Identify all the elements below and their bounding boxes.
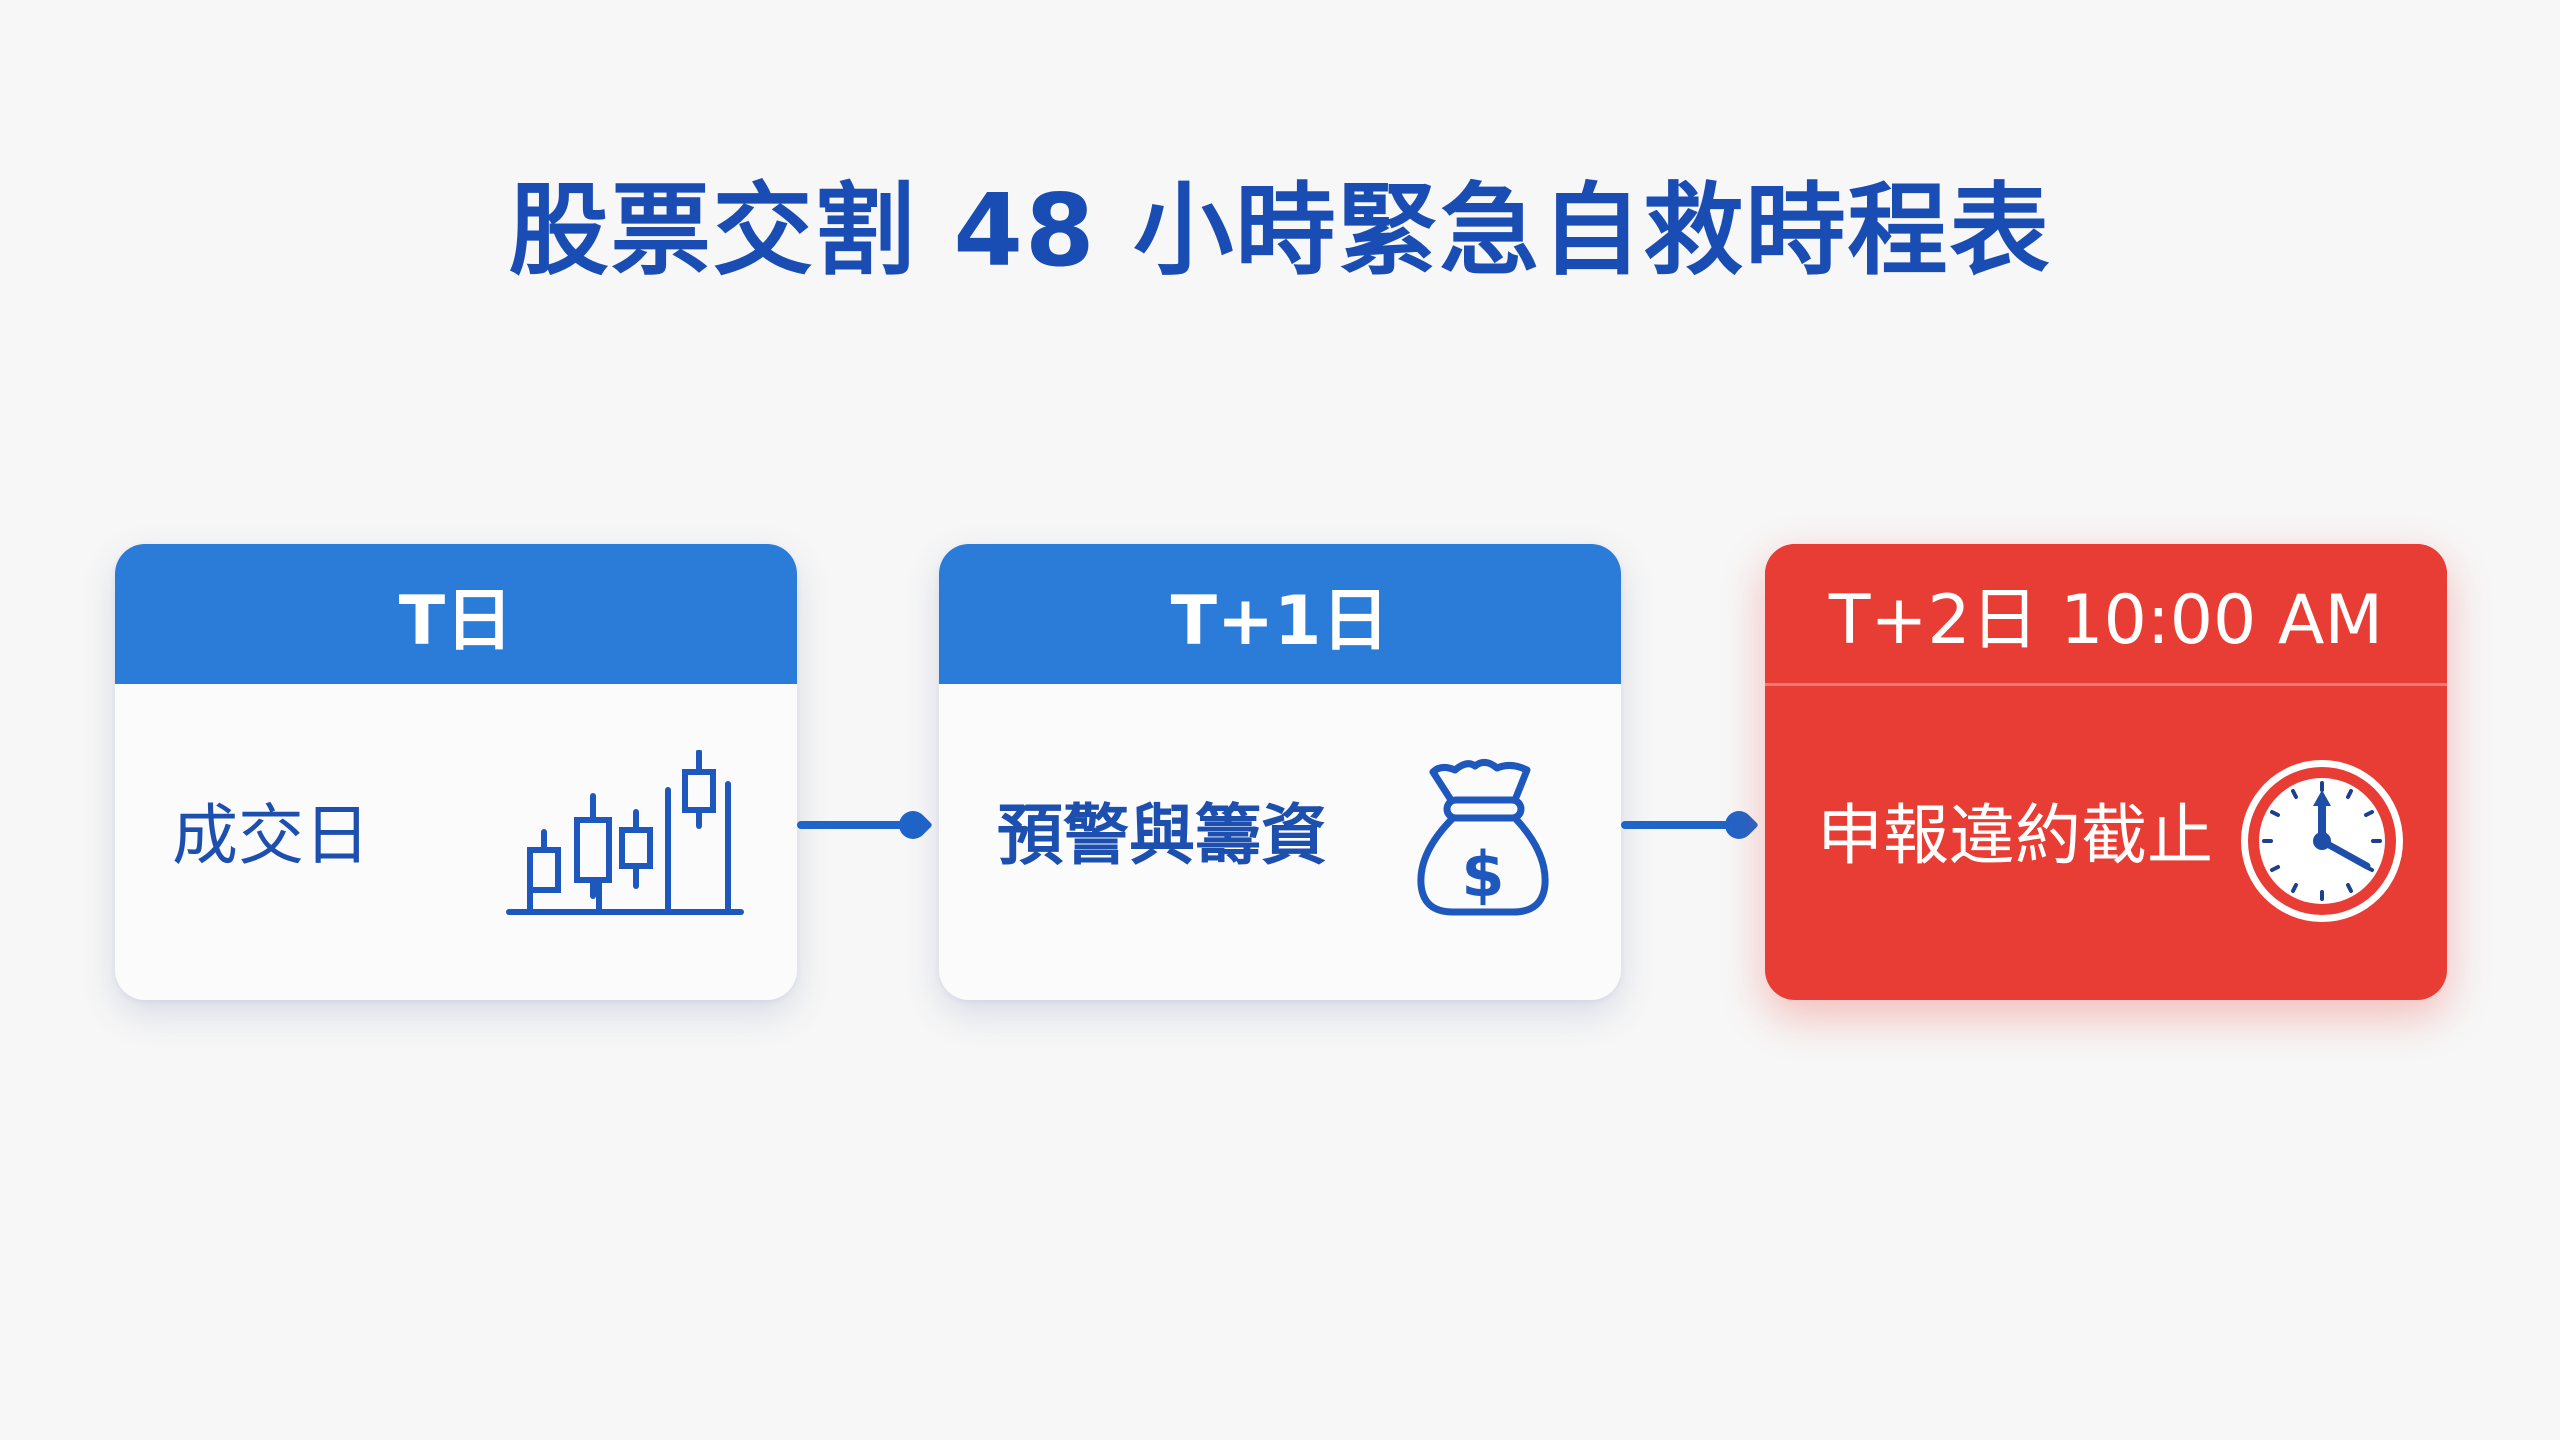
card-header: T+2日 10:00 AM	[1765, 544, 2447, 686]
money-bag-icon: $	[1417, 759, 1549, 916]
card-label: 成交日	[172, 797, 370, 874]
card-body: 成交日	[115, 684, 797, 1000]
card-label: 申報違約截止	[1817, 797, 2213, 874]
card-label: 預警與籌資	[997, 797, 1327, 874]
card-header-text: T日	[398, 581, 514, 661]
clock-icon	[2241, 760, 2403, 922]
arrow-connector	[1621, 821, 1749, 829]
card-header-text: T+1日	[1170, 581, 1390, 661]
card-body: 預警與籌資 $	[939, 684, 1621, 1000]
card-body: 申報違約截止	[1765, 684, 2447, 1000]
arrow-connector	[797, 821, 923, 829]
candlestick-chart-icon	[506, 750, 744, 915]
timeline-card-t: T日 成交日	[115, 544, 797, 1000]
card-header: T日	[115, 544, 797, 684]
dollar-sign: $	[1461, 838, 1504, 911]
page-title: 股票交割 48 小時緊急自救時程表	[508, 172, 2052, 289]
card-header-text: T+2日 10:00 AM	[1828, 581, 2384, 660]
timeline-card-t-plus-1: T+1日 預警與籌資 $	[939, 544, 1621, 1000]
card-header: T+1日	[939, 544, 1621, 684]
timeline-card-t-plus-2-deadline: T+2日 10:00 AM 申報違約截止	[1765, 544, 2447, 1000]
